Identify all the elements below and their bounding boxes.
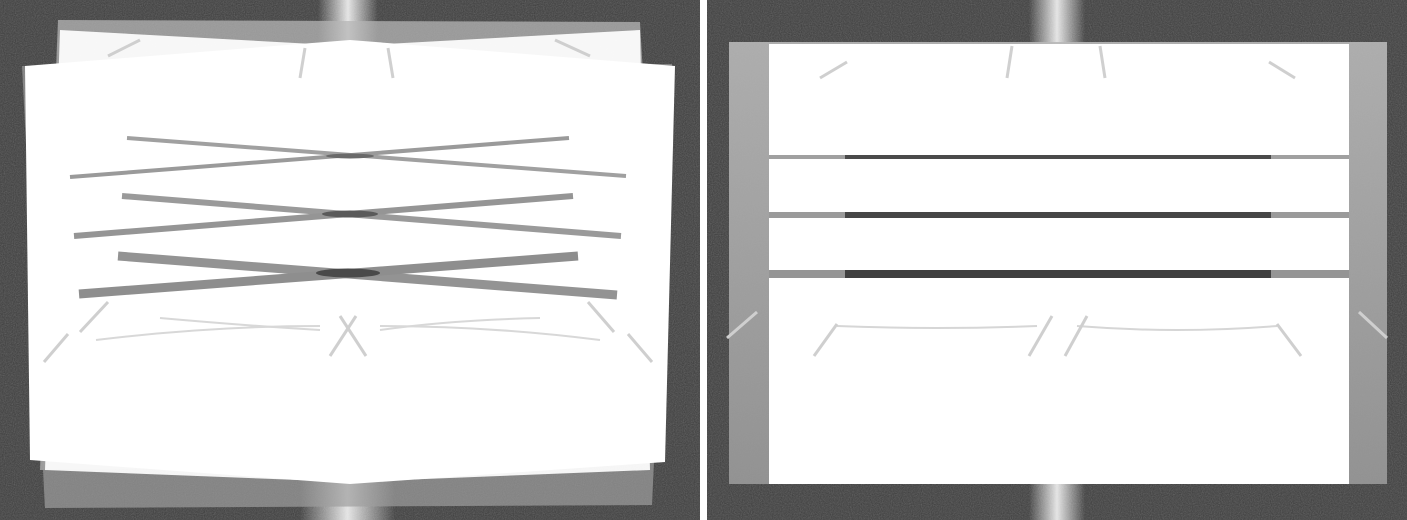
left-faint-strokes	[95, 317, 601, 341]
left-tick-top-3	[107, 38, 141, 58]
right-paper-sheet	[769, 44, 1349, 484]
right-line-3	[769, 270, 1349, 278]
right-faint-strokes	[836, 325, 1278, 331]
left-line-pair-1	[69, 136, 627, 179]
right-tick-top-4	[1268, 60, 1296, 80]
right-light-column-bottom	[1029, 484, 1085, 520]
right-faint-ticks	[726, 310, 1389, 357]
right-line-1	[769, 155, 1349, 159]
left-tick-top-4	[554, 38, 591, 58]
left-panel-photo	[0, 0, 700, 520]
right-tick-top-1	[1005, 45, 1014, 79]
left-tick-top-1	[298, 47, 307, 79]
right-panel-svg	[707, 0, 1407, 520]
right-tick-top-2	[1098, 45, 1107, 79]
left-line-pair-2	[73, 193, 622, 239]
left-faint-ticks	[42, 300, 654, 363]
right-tick-top-3	[819, 60, 848, 80]
panel-divider	[700, 0, 707, 520]
right-line-2	[769, 212, 1349, 218]
left-line-pair-3	[78, 251, 618, 300]
left-panel-svg	[0, 0, 700, 520]
right-light-column-top	[1029, 0, 1085, 46]
right-panel-photo	[707, 0, 1407, 520]
left-tick-top-2	[386, 47, 395, 79]
